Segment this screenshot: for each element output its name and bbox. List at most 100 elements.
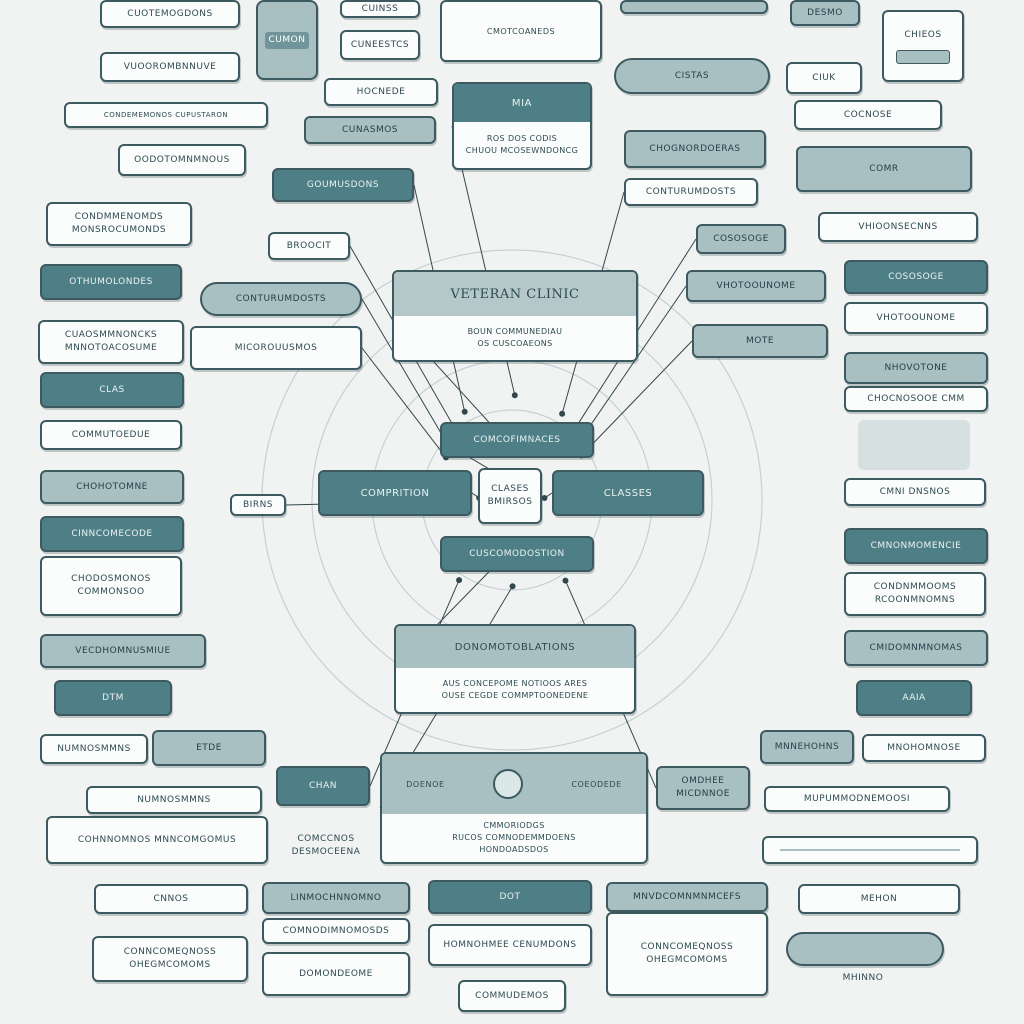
left-node-17[interactable]: COHNNOMNOS MNNCOMGOMUS bbox=[46, 816, 268, 864]
top-node-b[interactable]: CUNEESTCS bbox=[340, 30, 420, 60]
hub-middle-node[interactable]: CLASES BMIRSOS bbox=[478, 468, 542, 524]
right-node-19[interactable]: MUPUMMODNEMOOSI bbox=[764, 786, 950, 812]
connector-endpoint bbox=[509, 583, 516, 590]
top-left-node-2[interactable]: VUOOROMBNNUVE bbox=[100, 52, 240, 82]
top-right-box[interactable]: CHIEOS bbox=[882, 10, 964, 82]
right-list-node[interactable]: VHIOONSECNNS bbox=[818, 212, 978, 242]
left-node-22[interactable]: CONNCOMEQNOSS OHEGMCOMOMS bbox=[92, 936, 248, 982]
device-card[interactable]: CUMON bbox=[256, 0, 318, 80]
left-node-1[interactable]: CONDMMENOMDS MONSROCUMONDS bbox=[46, 202, 192, 246]
top-left-node-6[interactable]: BROOCIT bbox=[268, 232, 350, 260]
left-node-16[interactable]: CHAN bbox=[276, 766, 370, 806]
left-node-9[interactable]: CHODOSMONOS COMMONSOO bbox=[40, 556, 182, 616]
hub-left-node[interactable]: COMPRITION bbox=[318, 470, 472, 516]
right-node-13[interactable]: CONDNMMOOMS RCOONMNOMNS bbox=[844, 572, 986, 616]
cust-group-node[interactable]: CHOGNORDOERAS bbox=[624, 130, 766, 168]
bottom-right-head[interactable]: MNVDCOMNMNMCEFS bbox=[606, 882, 768, 912]
hub-right-node[interactable]: CLASSES bbox=[552, 470, 704, 516]
top-node-a[interactable]: CUINSS bbox=[340, 0, 420, 18]
hub-middle-line-1: CLASES bbox=[491, 484, 529, 494]
left-node-g[interactable]: CONTURUMDOSTS bbox=[200, 282, 362, 316]
bottom-panel-line-1: RUCOS COMNODEMMDOENS bbox=[452, 833, 576, 842]
veteran-clinic-panel: VETERAN CLINIC BOUN COMMUNEDIAU OS CUSCO… bbox=[392, 270, 638, 362]
top-node-g[interactable]: CIUK bbox=[786, 62, 862, 94]
left-node-14[interactable]: CINNCOMECODE bbox=[40, 516, 184, 552]
diagram-subtitle-line-1: BOUN COMMUNEDIAU bbox=[467, 327, 563, 336]
top-node-d[interactable]: CUNASMOS bbox=[304, 116, 436, 144]
right-node-12[interactable]: CMNONMOMENCIE bbox=[844, 528, 988, 564]
right-node-20[interactable] bbox=[762, 836, 978, 864]
left-node-7[interactable]: BIRNS bbox=[230, 494, 286, 516]
right-node-8[interactable]: MOTE bbox=[692, 324, 828, 358]
right-node-5[interactable]: COSOSOGE bbox=[844, 260, 988, 294]
top-node-g-box[interactable] bbox=[620, 0, 768, 14]
left-node-5[interactable]: MICOROUUSMOS bbox=[190, 326, 362, 370]
top-mid-panel-title: MIA bbox=[454, 84, 590, 122]
left-node-18: COMCCNOS DESMOCEENA bbox=[291, 834, 361, 857]
bottom-right-card[interactable]: CONNCOMEQNOSS OHEGMCOMOMS bbox=[606, 912, 768, 996]
right-node-10[interactable]: CHOCNOSOOE CMM bbox=[844, 386, 988, 412]
right-node-7[interactable]: VHOTOOUNOME bbox=[844, 302, 988, 334]
right-node-16[interactable]: MNNEHOHNS bbox=[760, 730, 854, 764]
left-node-4[interactable]: CLAS bbox=[40, 372, 184, 408]
left-node-3[interactable]: OTHUMOLONDES bbox=[40, 264, 182, 300]
top-mid-panel: MIA ROS DOS CODIS CHUOU MCOSEWNDONCG bbox=[452, 82, 592, 170]
left-node-6[interactable]: COMMUTOEDUE bbox=[40, 420, 182, 450]
connector-line bbox=[581, 340, 693, 456]
connector-line bbox=[361, 347, 447, 458]
right-node-11[interactable]: CMNI DNSNOS bbox=[844, 478, 986, 506]
connector-endpoint bbox=[562, 577, 569, 584]
left-node-22-label: CONNCOMEQNOSS OHEGMCOMOMS bbox=[123, 947, 217, 970]
diagram-subtitle-line-2: OS CUSCOAEONS bbox=[477, 339, 553, 348]
left-node-11[interactable]: DTM bbox=[54, 680, 172, 716]
connector-endpoint bbox=[461, 408, 468, 415]
left-node-2[interactable]: CUAOSMMNONCKS MNNOTOACOSUME bbox=[38, 320, 184, 364]
hub-top-node[interactable]: COMCOFIMNACES bbox=[440, 422, 594, 458]
top-node-e[interactable]: CMOTCOANEDS bbox=[440, 0, 602, 62]
left-node-20[interactable]: LINMOCHNNOMNO bbox=[262, 882, 410, 914]
bottom-far-right-node[interactable]: MEHON bbox=[798, 884, 960, 914]
top-right-box-label: CHIEOS bbox=[904, 29, 942, 40]
bottom-cylinder[interactable] bbox=[786, 932, 944, 966]
left-node-12[interactable]: NUMNOSMMNS bbox=[40, 734, 148, 764]
top-mid-panel-line-2: CHUOU MCOSEWNDONCG bbox=[465, 146, 579, 155]
right-r-node[interactable]: COMR bbox=[796, 146, 972, 192]
lower-center-line-2: OUSE CEGDE COMMPTOONEDENE bbox=[441, 691, 589, 700]
connector-line bbox=[361, 298, 448, 444]
bottom-far-right-label: MHINNO bbox=[842, 972, 884, 983]
connector-endpoint bbox=[559, 410, 566, 417]
bottom-center-panel: DOENOE COEODEDE CMMORIODGS RUCOS COMNODE… bbox=[380, 752, 648, 864]
top-node-c[interactable]: HOCNEDE bbox=[324, 78, 438, 106]
right-node-18[interactable]: OMDHEE MICDNNOE bbox=[656, 766, 750, 810]
top-device[interactable]: DESMO bbox=[790, 0, 860, 26]
right-node-14[interactable]: CMIDOMNMNOMAS bbox=[844, 630, 988, 666]
connector-endpoint bbox=[456, 577, 463, 584]
right-node-6[interactable]: VHOTOOUNOME bbox=[686, 270, 826, 302]
pet-badge-icon bbox=[492, 769, 523, 799]
left-node-8[interactable]: CHOHOTOMNE bbox=[40, 470, 184, 504]
top-left-node-4[interactable]: OODOTOMNMNOUS bbox=[118, 144, 246, 176]
right-node-9[interactable]: NHOVOTONE bbox=[844, 352, 988, 384]
left-node-23[interactable]: DOMONDEOME bbox=[262, 952, 410, 996]
left-node-13[interactable]: ETDE bbox=[152, 730, 266, 766]
right-node-15[interactable]: AAIA bbox=[856, 680, 972, 716]
dot-bottom-node[interactable]: COMMUDEMOS bbox=[458, 980, 566, 1012]
top-node-h[interactable]: COCNOSE bbox=[794, 100, 942, 130]
top-node-f[interactable]: CISTAS bbox=[614, 58, 770, 94]
right-node-17[interactable]: MNOHOMNOSE bbox=[862, 734, 986, 762]
left-node-15[interactable]: NUMNOSMMNS bbox=[86, 786, 262, 814]
top-left-node-1[interactable]: CUOTEMOGDONS bbox=[100, 0, 240, 28]
top-mid-panel-line-1: ROS DOS CODIS bbox=[486, 134, 558, 143]
left-node-10[interactable]: VECDHOMNUSMIUE bbox=[40, 634, 206, 668]
left-node-21[interactable]: COMNODIMNOMOSDS bbox=[262, 918, 410, 944]
right-small-node[interactable]: COSOSOGE bbox=[696, 224, 786, 254]
top-left-node-5[interactable]: GOUMUSDONS bbox=[272, 168, 414, 202]
dot-node[interactable]: DOT bbox=[428, 880, 592, 914]
lower-center-panel: DONOMOTOBLATIONS AUS CONCEPOME NOTIOOS A… bbox=[394, 624, 636, 714]
hub-bottom-node[interactable]: CUSCOMODOSTION bbox=[440, 536, 594, 572]
dot-sub-node[interactable]: HOMNOHMEE CENUMDONS bbox=[428, 924, 592, 966]
top-left-node-3[interactable]: CONDEMEMONOS CUPUSTARON bbox=[64, 102, 268, 128]
cont-group-node[interactable]: CONTURUMDOSTS bbox=[624, 178, 758, 206]
left-node-19[interactable]: CNNOS bbox=[94, 884, 248, 914]
left-node-1-label: CONDMMENOMDS MONSROCUMONDS bbox=[71, 212, 167, 235]
